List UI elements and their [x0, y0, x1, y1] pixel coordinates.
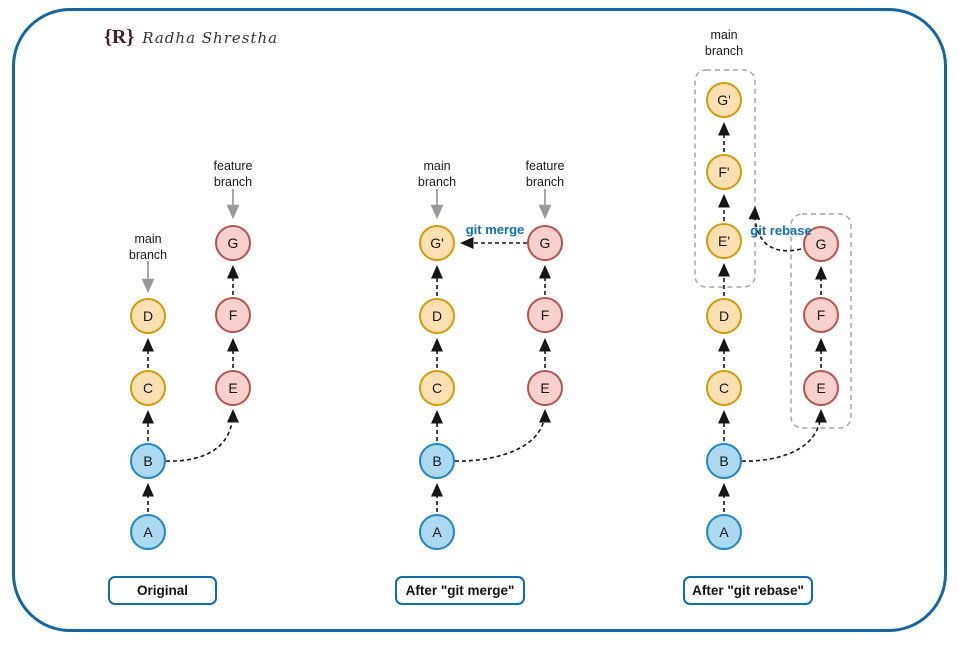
author-signature: {R} Radha Shrestha: [104, 26, 278, 49]
commit-node-F: F: [215, 297, 251, 333]
outer-rounded-border: [12, 8, 947, 632]
caption-after-git-rebase: After "git rebase": [683, 576, 813, 605]
commit-node-A: A: [419, 514, 455, 550]
main-branch-label: main branch: [704, 28, 744, 58]
commit-node-G-prime: G': [419, 225, 455, 261]
commit-node-B: B: [419, 443, 455, 479]
signature-name: Radha Shrestha: [142, 29, 279, 47]
main-branch-label: main branch: [128, 232, 168, 262]
commit-node-A: A: [130, 514, 166, 550]
commit-node-D: D: [130, 298, 166, 334]
commit-node-D: D: [706, 298, 742, 334]
commit-node-G: G: [215, 225, 251, 261]
commit-node-F: F: [803, 297, 839, 333]
caption-original: Original: [108, 576, 217, 605]
commit-node-C: C: [419, 370, 455, 406]
commit-node-C: C: [706, 370, 742, 406]
commit-node-D: D: [419, 298, 455, 334]
monogram-logo-icon: {R}: [104, 26, 135, 48]
commit-node-A: A: [706, 514, 742, 550]
main-branch-label: main branch: [417, 159, 457, 189]
commit-node-G: G: [527, 225, 563, 261]
commit-node-B: B: [706, 443, 742, 479]
commit-node-F-prime: F': [706, 154, 742, 190]
commit-node-B: B: [130, 443, 166, 479]
commit-node-C: C: [130, 370, 166, 406]
git-rebase-label: git rebase: [750, 223, 812, 238]
git-merge-label: git merge: [465, 222, 525, 237]
commit-node-G-prime: G': [706, 82, 742, 118]
commit-node-F: F: [527, 297, 563, 333]
caption-after-git-merge: After "git merge": [395, 576, 525, 605]
feature-branch-label: feature branch: [525, 159, 565, 189]
commit-node-E: E: [527, 370, 563, 406]
feature-branch-label: feature branch: [213, 159, 253, 189]
commit-node-E: E: [803, 370, 839, 406]
commit-node-E: E: [215, 370, 251, 406]
